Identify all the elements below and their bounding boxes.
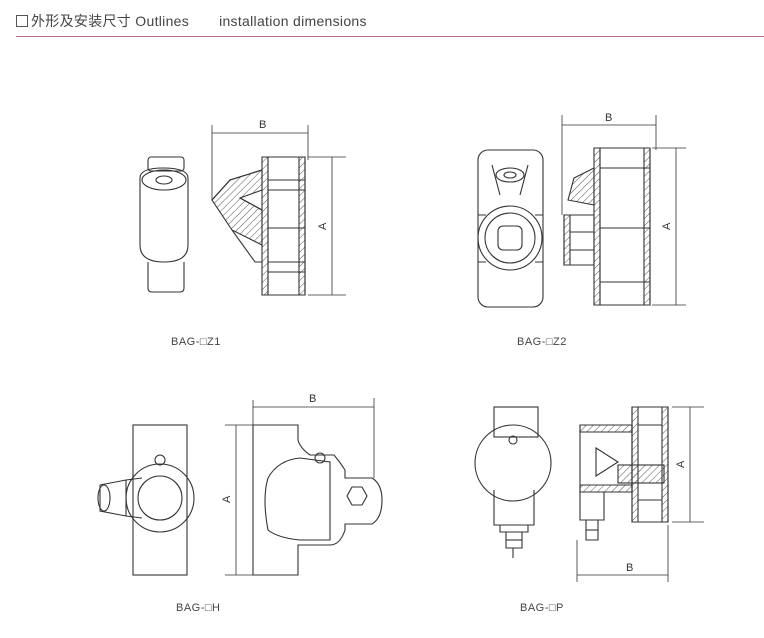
p-section-view (579, 406, 669, 541)
header-title-cn: 外形及安装尺寸 Outlines (31, 13, 190, 29)
p-dim-b-label: B (626, 562, 633, 574)
caption-p: BAG-□P (520, 602, 564, 614)
p-dimensions (576, 406, 704, 582)
z1-dim-a-label: A (317, 222, 329, 230)
caption-z2: BAG-□Z2 (517, 336, 567, 348)
z2-section-view (563, 147, 651, 306)
p-front-view (474, 406, 552, 558)
caption-z1: BAG-□Z1 (171, 336, 221, 348)
figure-h (97, 398, 383, 576)
p-dim-a-label: A (675, 460, 687, 468)
figure-z2 (477, 115, 686, 308)
header-title-en: installation dimensions (219, 13, 367, 29)
figure-p (474, 406, 704, 582)
z2-dim-a-label: A (661, 222, 673, 230)
z2-dim-b-label: B (605, 112, 612, 124)
z1-dimensions (211, 125, 346, 296)
z1-dim-b-label: B (259, 119, 266, 131)
z2-front-view (477, 149, 544, 308)
square-bullet-icon (16, 15, 28, 27)
z1-side-view (139, 156, 189, 293)
h-dim-b-label: B (309, 393, 316, 405)
h-dimensions (225, 398, 375, 576)
caption-h: BAG-□H (176, 602, 220, 614)
header-divider (16, 36, 764, 37)
z2-dimensions (561, 115, 686, 306)
h-dim-a-label: A (221, 495, 233, 503)
section-header: 外形及安装尺寸 Outlines installation dimensions (16, 11, 367, 31)
z1-section-view (211, 156, 306, 296)
h-side-view (97, 424, 195, 576)
h-front-view (252, 424, 383, 576)
figure-z1 (139, 125, 346, 296)
